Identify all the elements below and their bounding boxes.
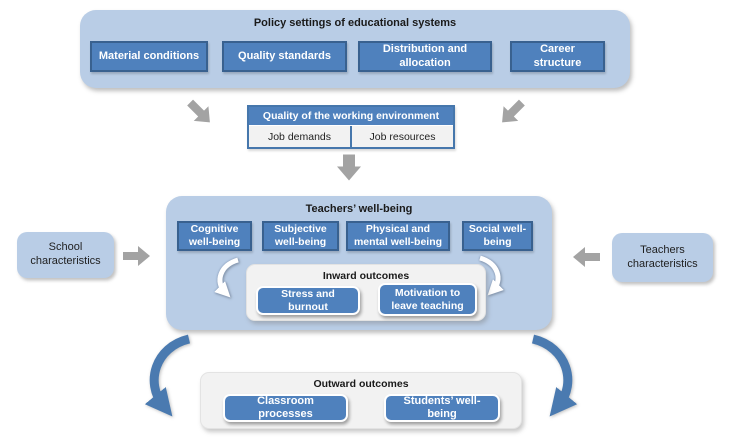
wellbeing-box-cognitive: Cognitive well-being xyxy=(177,221,252,251)
policy-settings-container: Policy settings of educational systems M… xyxy=(80,10,630,88)
inward-outcomes-title: Inward outcomes xyxy=(322,270,410,282)
inward-outcomes-container: Inward outcomes Stress and burnout Motiv… xyxy=(246,264,486,321)
wellbeing-box-social: Social well-being xyxy=(462,221,533,251)
outward-outcomes-container: Outward outcomes Classroom processes Stu… xyxy=(200,372,522,429)
job-resources-cell: Job resources xyxy=(352,126,453,147)
curl-arrow-right-icon xyxy=(479,255,504,296)
working-environment-table: Quality of the working environment Job d… xyxy=(247,105,455,149)
policy-box-career-structure: Career structure xyxy=(510,41,605,72)
policy-settings-title: Policy settings of educational systems xyxy=(253,17,457,29)
arrow-left-icon xyxy=(573,247,600,267)
school-characteristics-box: School characteristics xyxy=(17,232,114,278)
teachers-wellbeing-title: Teachers’ well-being xyxy=(305,203,413,215)
outward-outcomes-title: Outward outcomes xyxy=(313,378,409,390)
arrow-down-right-icon xyxy=(187,99,210,123)
teachers-wellbeing-container: Teachers’ well-being Cognitive well-bein… xyxy=(166,196,552,330)
policy-box-distribution-allocation: Distribution and allocation xyxy=(358,41,492,72)
teachers-characteristics-box: Teachers characteristics xyxy=(612,233,713,282)
arrow-right-icon xyxy=(123,246,150,266)
arrow-down-left-icon xyxy=(502,99,525,123)
wellbeing-box-subjective: Subjective well-being xyxy=(262,221,339,251)
working-environment-row: Job demands Job resources xyxy=(249,126,453,147)
curl-arrow-left-icon xyxy=(214,257,239,298)
motivation-leave-teaching-box: Motivation to leave teaching xyxy=(378,283,477,316)
students-wellbeing-box: Students’ well-being xyxy=(384,394,500,422)
curved-arrow-right-icon xyxy=(531,334,578,417)
curved-arrow-left-icon xyxy=(144,334,191,417)
policy-box-quality-standards: Quality standards xyxy=(222,41,347,72)
job-demands-cell: Job demands xyxy=(249,126,352,147)
policy-box-material-conditions: Material conditions xyxy=(90,41,208,72)
stress-burnout-box: Stress and burnout xyxy=(256,286,360,315)
arrow-down-icon xyxy=(337,154,361,181)
working-environment-header: Quality of the working environment xyxy=(249,107,453,126)
classroom-processes-box: Classroom processes xyxy=(223,394,348,422)
wellbeing-box-physical-mental: Physical and mental well-being xyxy=(346,221,450,251)
